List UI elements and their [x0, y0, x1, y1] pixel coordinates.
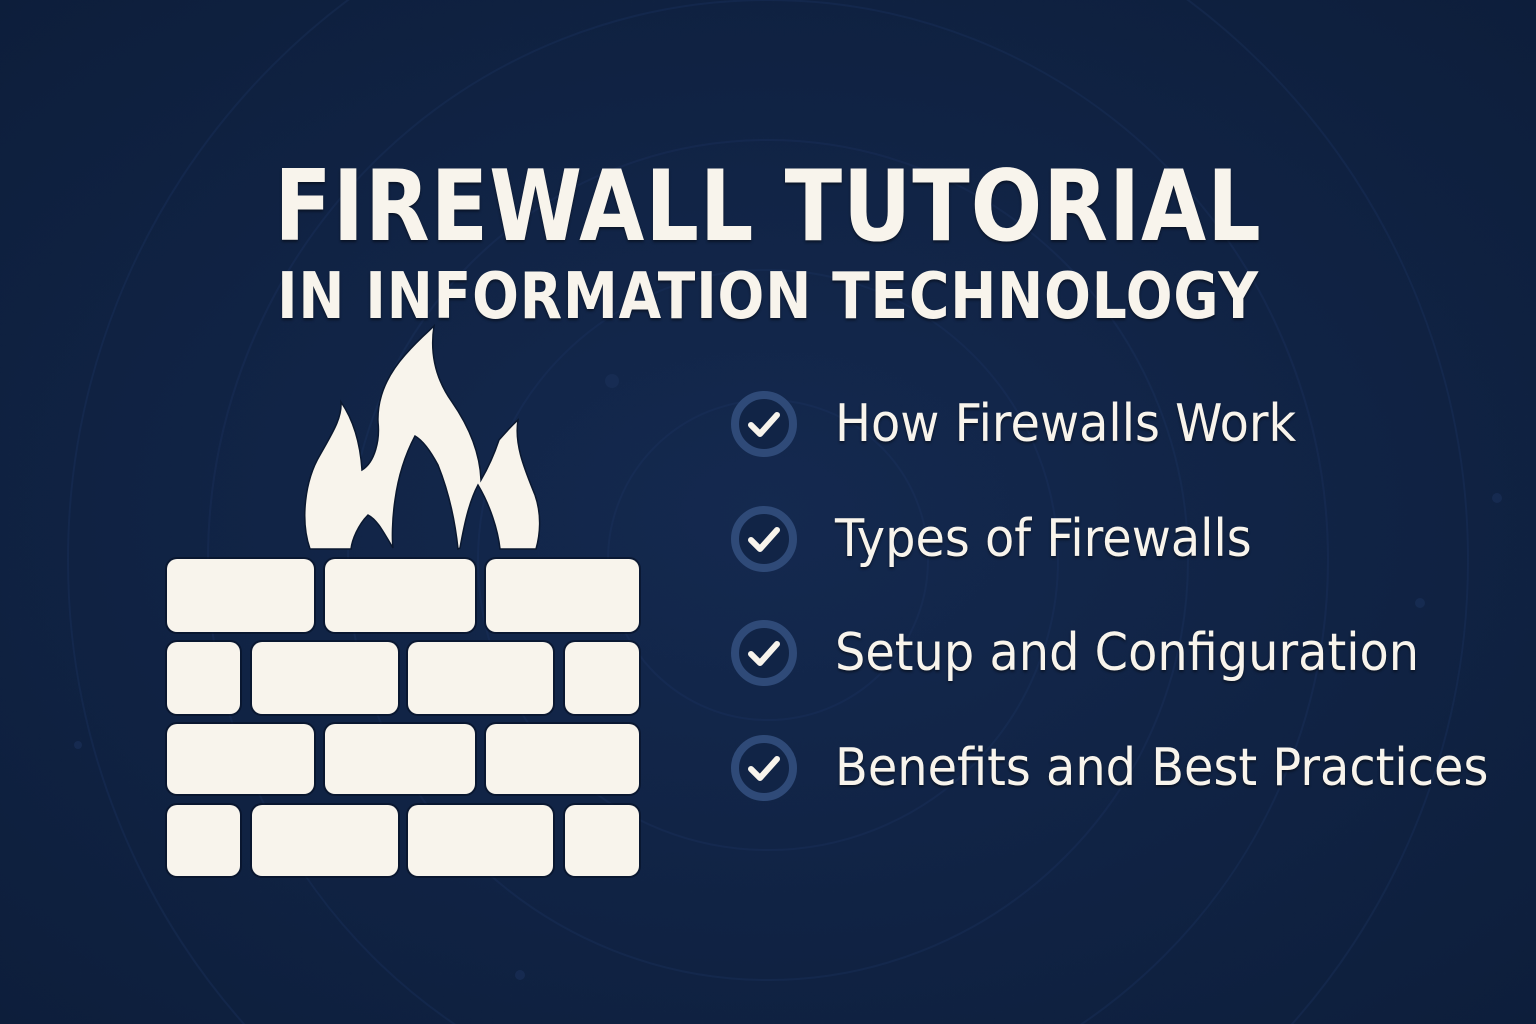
- check-circle-icon: [730, 390, 798, 458]
- wall-brick: [167, 805, 240, 876]
- topic-item: How Firewalls Work: [730, 384, 1336, 464]
- wall-brick: [325, 559, 475, 632]
- topic-item: Benefits and Best Practices: [730, 728, 1536, 808]
- check-circle-icon: [730, 505, 798, 573]
- topic-item: Setup and Configuration: [730, 613, 1470, 693]
- check-circle-icon: [730, 619, 798, 687]
- wall-brick: [325, 724, 475, 794]
- wall-brick: [408, 642, 553, 714]
- topic-label: Types of Firewalls: [835, 509, 1252, 569]
- wall-brick: [252, 642, 398, 714]
- wall-brick: [565, 642, 639, 714]
- topic-label: Setup and Configuration: [835, 623, 1420, 683]
- wall-brick: [486, 559, 639, 632]
- page-title: FIREWALL TUTORIAL: [274, 149, 1262, 264]
- wall-brick: [486, 724, 639, 794]
- topic-label: How Firewalls Work: [835, 394, 1297, 454]
- wall-brick: [565, 805, 639, 876]
- topic-label: Benefits and Best Practices: [835, 738, 1489, 798]
- wall-brick: [252, 805, 398, 876]
- topic-item: Types of Firewalls: [730, 499, 1288, 579]
- check-circle-icon: [730, 734, 798, 802]
- wall-brick: [408, 805, 553, 876]
- wall-brick: [167, 642, 240, 714]
- wall-brick: [167, 724, 314, 794]
- page-subtitle: IN INFORMATION TECHNOLOGY: [277, 260, 1259, 335]
- wall-brick: [167, 559, 314, 632]
